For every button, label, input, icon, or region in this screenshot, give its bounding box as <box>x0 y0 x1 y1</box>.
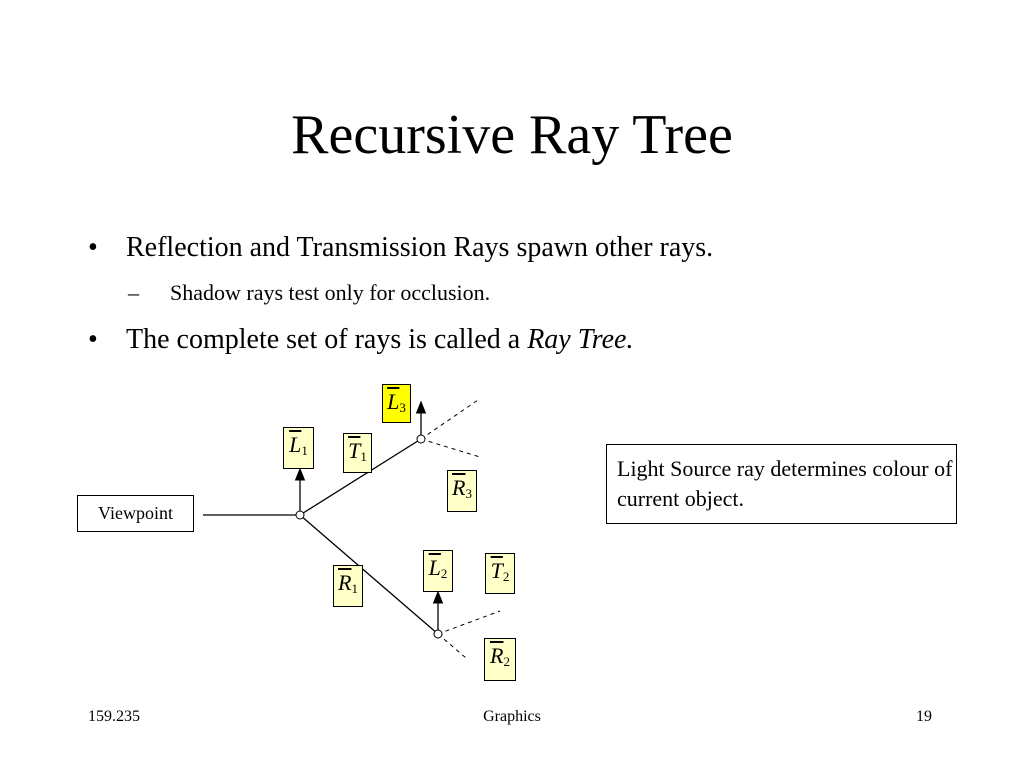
label-r1: R1 <box>333 565 363 607</box>
sub-bullet-item: – Shadow rays test only for occlusion. <box>128 279 490 307</box>
bullet-item: • The complete set of rays is called a Ra… <box>88 322 633 358</box>
dash-icon: – <box>128 280 139 305</box>
label-t2: T2 <box>485 553 515 594</box>
footer-course-code: 159.235 <box>88 708 140 725</box>
transmission-ray-t1 <box>299 438 422 516</box>
dashed-ray <box>437 610 501 635</box>
dashed-ray <box>437 633 467 659</box>
bullet-text: The complete set of rays is called a <box>126 324 521 355</box>
intersection-node <box>416 434 426 444</box>
bullet-text: Reflection and Transmission Rays spawn o… <box>126 232 714 263</box>
reflection-ray-r1 <box>299 514 439 635</box>
dashed-ray <box>420 438 481 458</box>
label-l1: L1 <box>283 427 314 469</box>
label-l3: L3 <box>382 384 411 423</box>
dashed-ray <box>420 399 479 440</box>
bullet-icon: • <box>88 232 98 263</box>
footer-page-number: 19 <box>916 708 932 725</box>
intersection-node <box>295 510 305 520</box>
label-r2: R2 <box>484 638 516 681</box>
label-r3: R3 <box>447 470 477 512</box>
slide-title: Recursive Ray Tree <box>291 104 733 166</box>
bullet-item: • Reflection and Transmission Rays spawn … <box>88 230 713 266</box>
bullet-icon: • <box>88 324 98 355</box>
intersection-node <box>433 629 443 639</box>
sub-bullet-text: Shadow rays test only for occlusion. <box>170 280 491 305</box>
label-l2: L2 <box>423 550 453 592</box>
footer-subject: Graphics <box>483 708 541 725</box>
ray-tree-emphasis: Ray Tree. <box>527 324 634 355</box>
info-box: Light Source ray determines colour of cu… <box>606 444 957 524</box>
viewpoint-box: Viewpoint <box>77 495 194 532</box>
label-t1: T1 <box>343 433 372 473</box>
